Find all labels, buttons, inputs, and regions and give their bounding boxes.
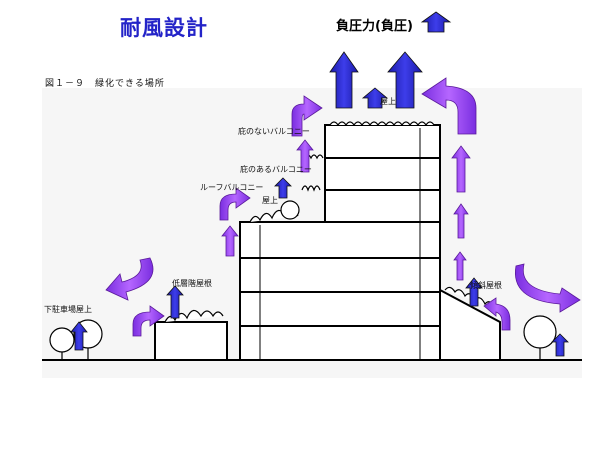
curve-arrow-low: [132, 305, 165, 337]
legend-label: 負圧力(負圧): [336, 19, 413, 34]
curve-arrow-top-left: [291, 95, 323, 137]
garage-building: [154, 321, 228, 361]
low-roof-greenery: [164, 309, 224, 323]
label-roof-balcony: ルーフバルコニー: [200, 183, 264, 192]
ground-up-arrow: [551, 333, 569, 357]
label-no-eave-balcony: 庇のないバルコニー: [238, 127, 310, 136]
page-title: 耐風設計: [120, 16, 208, 40]
slope-roof-annex: [439, 288, 501, 361]
main-building: [239, 124, 441, 361]
swirl-arrow-right: [514, 263, 581, 313]
curve-arrow-slope: [483, 297, 511, 331]
legend-up-arrow: [420, 11, 452, 33]
balcony-plants: [301, 185, 321, 192]
swirl-arrow-left: [105, 257, 154, 301]
balcony-up-arrow: [296, 139, 314, 173]
figure-caption: 図１－９ 緑化できる場所: [45, 79, 165, 89]
garage-up-arrow: [70, 321, 88, 351]
label-low-roof: 低層階屋根: [172, 279, 212, 288]
curve-arrow-mid: [219, 187, 251, 221]
label-rooftop: 屋上: [380, 97, 396, 106]
roof-balcony-up-arrow: [274, 177, 292, 199]
up-arrow-right-2: [453, 203, 469, 239]
wind-flow-arrows: [105, 77, 581, 337]
up-arrow-right-3: [453, 251, 467, 281]
roof-up-arrow-large-right: [387, 51, 423, 109]
up-arrow-mid: [221, 225, 239, 257]
left-tree: [49, 327, 75, 353]
mid-roof-tree: [280, 200, 300, 220]
low-roof-up-arrow: [166, 285, 184, 319]
roof-up-arrow-small: [361, 87, 389, 109]
slope-roof-up-arrow: [465, 277, 483, 307]
roof-up-arrow-large-left: [329, 51, 359, 109]
right-tree: [523, 315, 557, 349]
negative-pressure-arrows: [70, 11, 569, 357]
label-garage-roof: 下駐車場屋上: [44, 305, 92, 314]
label-slope-roof: 傾斜屋根: [470, 281, 502, 290]
label-rooftop-mid: 屋上: [262, 196, 278, 205]
label-eave-balcony: 庇のあるバルコニー: [240, 165, 312, 174]
rooftop-greenery: [329, 121, 435, 127]
curve-arrow-top-right: [421, 77, 477, 135]
up-arrow-right-1: [451, 145, 471, 193]
